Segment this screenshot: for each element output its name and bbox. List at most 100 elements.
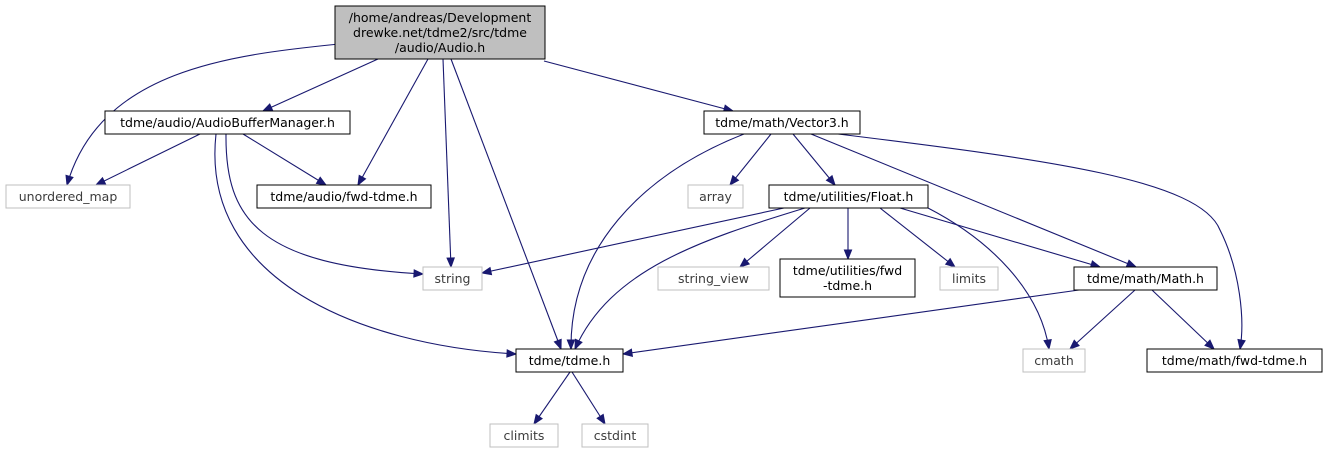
- node-label: tdme/utilities/fwd: [793, 263, 902, 278]
- edge-line: [570, 133, 745, 350]
- node-label: climits: [504, 428, 545, 443]
- edge-vec3-to-float: [792, 133, 836, 187]
- node-box: [939, 266, 999, 291]
- node-string: string: [422, 266, 483, 291]
- edge-float-to-ufwd: [843, 208, 853, 261]
- edge-line: [571, 371, 606, 425]
- node-box: [1073, 266, 1218, 291]
- arrowhead: [1069, 339, 1080, 350]
- nodes: /home/andreas/Developmentdrewke.net/tdme…: [5, 5, 1323, 448]
- edge-line: [729, 133, 772, 186]
- edge-line: [574, 207, 806, 350]
- edge-line: [1069, 289, 1136, 350]
- node-limits: limits: [939, 266, 999, 291]
- node-box: [1022, 348, 1086, 373]
- edge-line: [837, 133, 1243, 350]
- edge-vec3-to-math: [810, 133, 1138, 268]
- node-label: string: [435, 271, 471, 286]
- arrowhead: [480, 266, 493, 276]
- edge-math-to-cmath: [1069, 289, 1136, 350]
- edge-line: [739, 207, 811, 268]
- edge-line: [1151, 289, 1215, 350]
- edge-line: [622, 289, 1080, 355]
- edge-audio_h-to-tdme: [450, 58, 562, 351]
- node-math[interactable]: tdme/math/Math.h: [1073, 266, 1218, 291]
- arrowhead: [1204, 339, 1215, 350]
- node-box: [334, 5, 546, 60]
- arrowhead: [729, 174, 740, 187]
- edge-audio_h-to-abm: [261, 58, 379, 112]
- edge-line: [879, 207, 956, 268]
- node-box: [256, 184, 432, 209]
- arrowhead: [413, 269, 425, 278]
- edge-line: [214, 133, 517, 355]
- arrowhead: [533, 413, 543, 426]
- arrowhead: [261, 103, 274, 112]
- node-audio_h[interactable]: /home/andreas/Developmentdrewke.net/tdme…: [334, 5, 546, 60]
- edge-abm-to-umap: [94, 133, 201, 186]
- node-box: [1146, 348, 1323, 373]
- node-label: /audio/Audio.h: [395, 40, 485, 55]
- node-mfwd[interactable]: tdme/math/fwd-tdme.h: [1146, 348, 1323, 373]
- arrowhead: [574, 338, 583, 351]
- node-climits: climits: [489, 423, 559, 448]
- node-vec3[interactable]: tdme/math/Vector3.h: [703, 110, 861, 135]
- node-sview: string_view: [657, 266, 770, 291]
- edge-line: [533, 371, 571, 425]
- edge-line: [225, 133, 424, 275]
- edge-line: [792, 133, 836, 186]
- arrowhead: [1043, 338, 1052, 351]
- node-label: tdme/math/Math.h: [1087, 271, 1204, 286]
- node-float[interactable]: tdme/utilities/Float.h: [768, 184, 929, 209]
- node-array: array: [687, 184, 744, 209]
- edge-float-to-tdme: [574, 207, 806, 351]
- node-box: [779, 258, 916, 298]
- node-label: tdme/tdme.h: [529, 353, 611, 368]
- node-label: -tdme.h: [823, 278, 872, 293]
- edge-line: [899, 207, 1101, 268]
- arrowhead: [944, 257, 957, 268]
- edge-line: [481, 207, 785, 274]
- node-tdme[interactable]: tdme/tdme.h: [515, 348, 624, 373]
- node-box: [515, 348, 624, 373]
- arrowhead: [621, 348, 634, 357]
- edge-vec3-to-array: [729, 133, 772, 187]
- node-label: tdme/math/Vector3.h: [715, 115, 848, 130]
- node-label: tdme/math/fwd-tdme.h: [1162, 353, 1307, 368]
- node-label: unordered_map: [19, 189, 118, 204]
- edge-line: [262, 58, 379, 112]
- edge-vec3-to-mfwd: [837, 133, 1246, 351]
- node-box: [104, 110, 351, 135]
- node-umap: unordered_map: [5, 184, 131, 209]
- edge-float-to-string: [480, 207, 785, 276]
- node-label: tdme/audio/fwd-tdme.h: [270, 189, 417, 204]
- node-box: [768, 184, 929, 209]
- edge-line: [66, 43, 340, 186]
- node-box: [703, 110, 861, 135]
- node-box: [687, 184, 744, 209]
- node-label: cmath: [1034, 353, 1074, 368]
- edge-float-to-limits: [879, 207, 957, 268]
- arrowhead: [94, 176, 107, 186]
- node-box: [657, 266, 770, 291]
- edge-audio_h-to-string: [442, 58, 455, 269]
- arrowhead: [1237, 338, 1246, 351]
- edge-float-to-cmath: [927, 207, 1052, 351]
- node-label: tdme/utilities/Float.h: [784, 189, 914, 204]
- node-abm[interactable]: tdme/audio/AudioBufferManager.h: [104, 110, 351, 135]
- node-box: [5, 184, 131, 209]
- edge-line: [927, 207, 1050, 350]
- node-afwd[interactable]: tdme/audio/fwd-tdme.h: [256, 184, 432, 209]
- edge-tdme-to-climits: [533, 371, 571, 426]
- edge-audio_h-to-afwd: [357, 58, 429, 187]
- edge-abm-to-string: [225, 133, 425, 278]
- node-label: string_view: [678, 271, 749, 286]
- node-ufwd[interactable]: tdme/utilities/fwd-tdme.h: [779, 258, 916, 298]
- node-label: /home/andreas/Development: [349, 10, 532, 25]
- arrowhead: [596, 413, 606, 426]
- edge-line: [442, 58, 452, 268]
- arrowhead: [506, 349, 518, 358]
- node-box: [422, 266, 483, 291]
- node-label: limits: [952, 271, 986, 286]
